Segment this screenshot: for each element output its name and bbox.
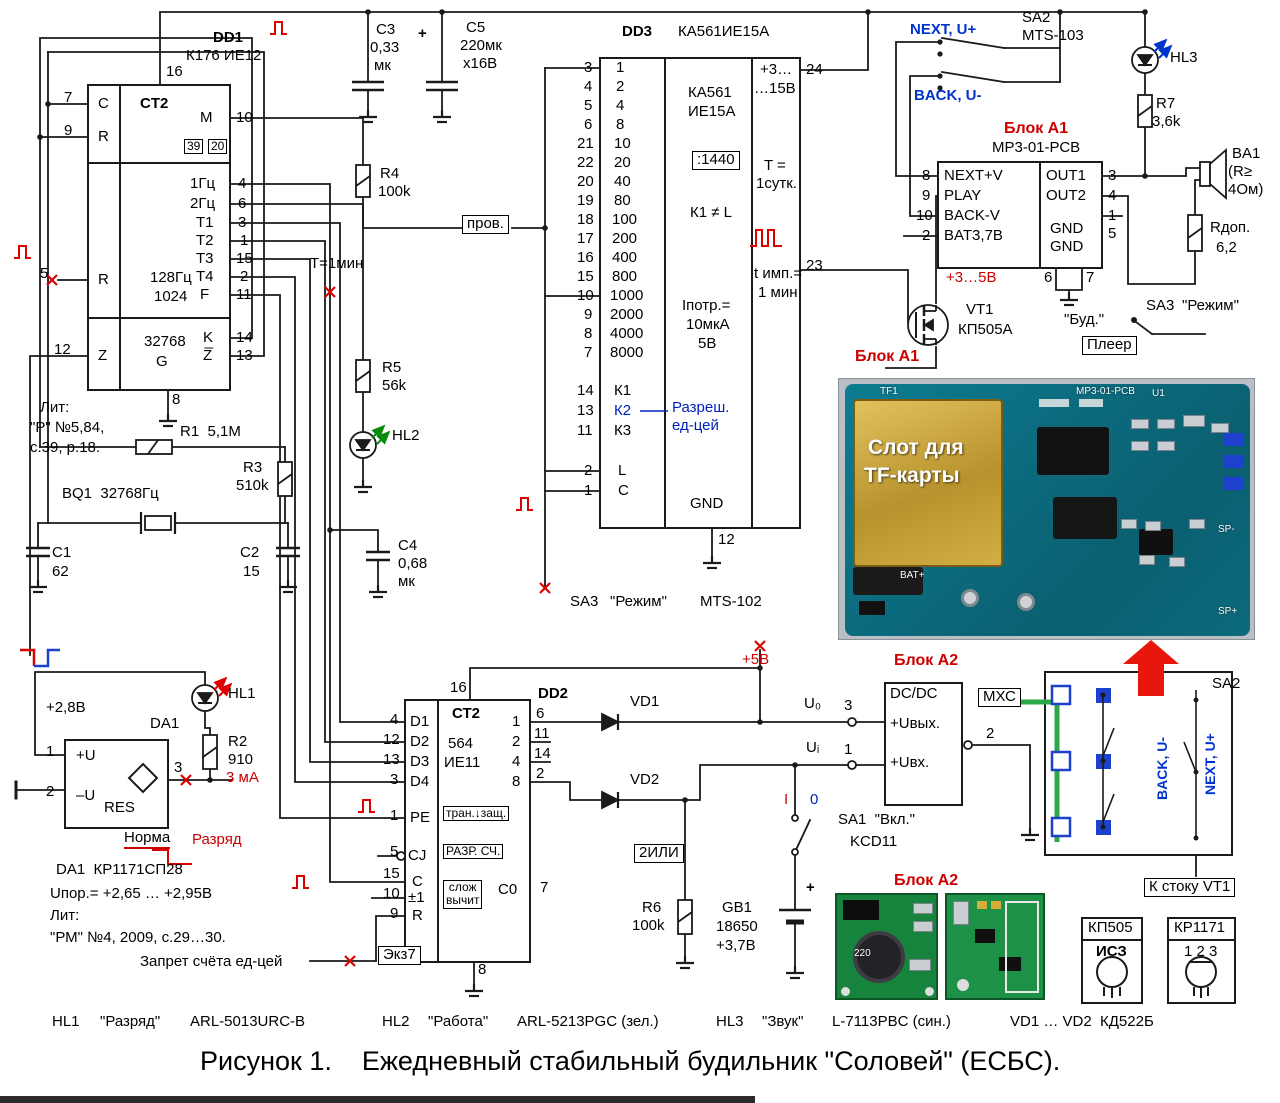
smd-component xyxy=(1131,441,1149,451)
annotations xyxy=(13,21,782,968)
block-a1-photo xyxy=(838,378,1255,640)
led-hl3 xyxy=(1131,38,1173,74)
dcdc-out-terminal xyxy=(963,740,973,750)
resistor-r5 xyxy=(355,359,371,393)
led-hl2 xyxy=(349,424,391,459)
led-hl1 xyxy=(191,676,233,712)
dd3-box xyxy=(599,57,801,529)
ui-terminal xyxy=(847,760,857,770)
blue-pad xyxy=(1223,433,1243,446)
cj-inversion-circle xyxy=(396,851,406,861)
step-waveform-blue xyxy=(34,648,60,668)
sa2-connector-diagram xyxy=(978,640,1233,856)
pulse-train-waveform xyxy=(750,229,782,247)
smd-component xyxy=(1157,419,1175,429)
diode-vd1 xyxy=(601,712,621,732)
resistor-r4 xyxy=(355,164,371,198)
sa1-contact-top xyxy=(791,814,799,822)
tf-card-slot xyxy=(853,399,1003,567)
smd-component xyxy=(1145,521,1161,531)
smd-component xyxy=(1131,419,1149,429)
blue-pad xyxy=(1223,477,1243,490)
sot23-transistor xyxy=(999,957,1021,971)
smd-component xyxy=(1139,555,1155,565)
u0-terminal xyxy=(847,717,857,727)
diode-vd2 xyxy=(601,790,621,810)
silkscreen xyxy=(1079,399,1103,407)
resistor-rdop xyxy=(1187,214,1203,252)
smd-component xyxy=(1121,519,1137,529)
smd-component xyxy=(1157,441,1175,451)
sot23-transistor xyxy=(975,929,995,943)
smd-component xyxy=(913,921,933,932)
silkscreen xyxy=(1039,399,1069,407)
smd-component xyxy=(1189,519,1205,529)
capacitor-c1 xyxy=(26,546,50,558)
sa1-contact-bottom xyxy=(791,848,799,856)
discharge-waveform xyxy=(152,849,192,865)
component-symbols xyxy=(26,38,1227,935)
dd2-box xyxy=(404,699,531,963)
gold-pad xyxy=(991,901,1001,909)
resistor-r7 xyxy=(1137,94,1153,128)
pad xyxy=(957,979,969,991)
tf-slot-shadow xyxy=(853,567,923,595)
capacitor-c4 xyxy=(366,550,390,562)
red-arrow-up xyxy=(1123,640,1179,696)
da1-box xyxy=(64,739,169,829)
pad xyxy=(925,987,934,996)
mp3-block-box xyxy=(937,161,1103,269)
capacitor-c3 xyxy=(352,80,384,92)
pad xyxy=(841,987,850,996)
dcdc-box xyxy=(884,682,963,806)
smd-component xyxy=(1169,557,1185,567)
step-waveform-red xyxy=(20,648,36,666)
block-a2-photo-1 xyxy=(835,893,938,1000)
ic-boxes xyxy=(64,57,1236,1004)
dd1-box xyxy=(87,84,231,391)
block-a2-photo-2 xyxy=(945,893,1045,1000)
smd-component xyxy=(1183,415,1205,427)
inductor xyxy=(853,931,905,983)
resistor-r6 xyxy=(677,899,693,935)
gold-pad xyxy=(977,901,987,909)
ic-chip xyxy=(1037,427,1109,475)
smd-component xyxy=(909,959,931,971)
resistor-r1 xyxy=(135,439,173,455)
wires xyxy=(14,11,1206,985)
smd-capacitor xyxy=(953,901,969,925)
capacitor-c2 xyxy=(276,546,300,558)
capacitor-c5 xyxy=(426,80,458,92)
mosfet-vt1 xyxy=(907,304,949,346)
mounting-hole xyxy=(961,589,979,607)
junction-dots xyxy=(37,9,1148,803)
crystal-bq1 xyxy=(139,512,177,534)
res-symbol xyxy=(127,762,159,794)
ic-chip xyxy=(1053,497,1117,539)
silkscreen-outline xyxy=(1005,901,1039,993)
battery-gb1 xyxy=(779,908,811,925)
smd-component xyxy=(913,903,933,914)
ic-chip xyxy=(1139,529,1173,555)
speaker-ba1 xyxy=(1199,148,1227,200)
mounting-hole xyxy=(1017,593,1035,611)
resistor-r3 xyxy=(277,461,293,497)
bottom-strip xyxy=(0,1096,755,1103)
smd-diode xyxy=(859,601,885,615)
blue-pad xyxy=(1223,455,1243,468)
resistor-r2 xyxy=(202,734,218,770)
smd-component xyxy=(1211,423,1229,433)
ic-chip xyxy=(843,900,879,920)
